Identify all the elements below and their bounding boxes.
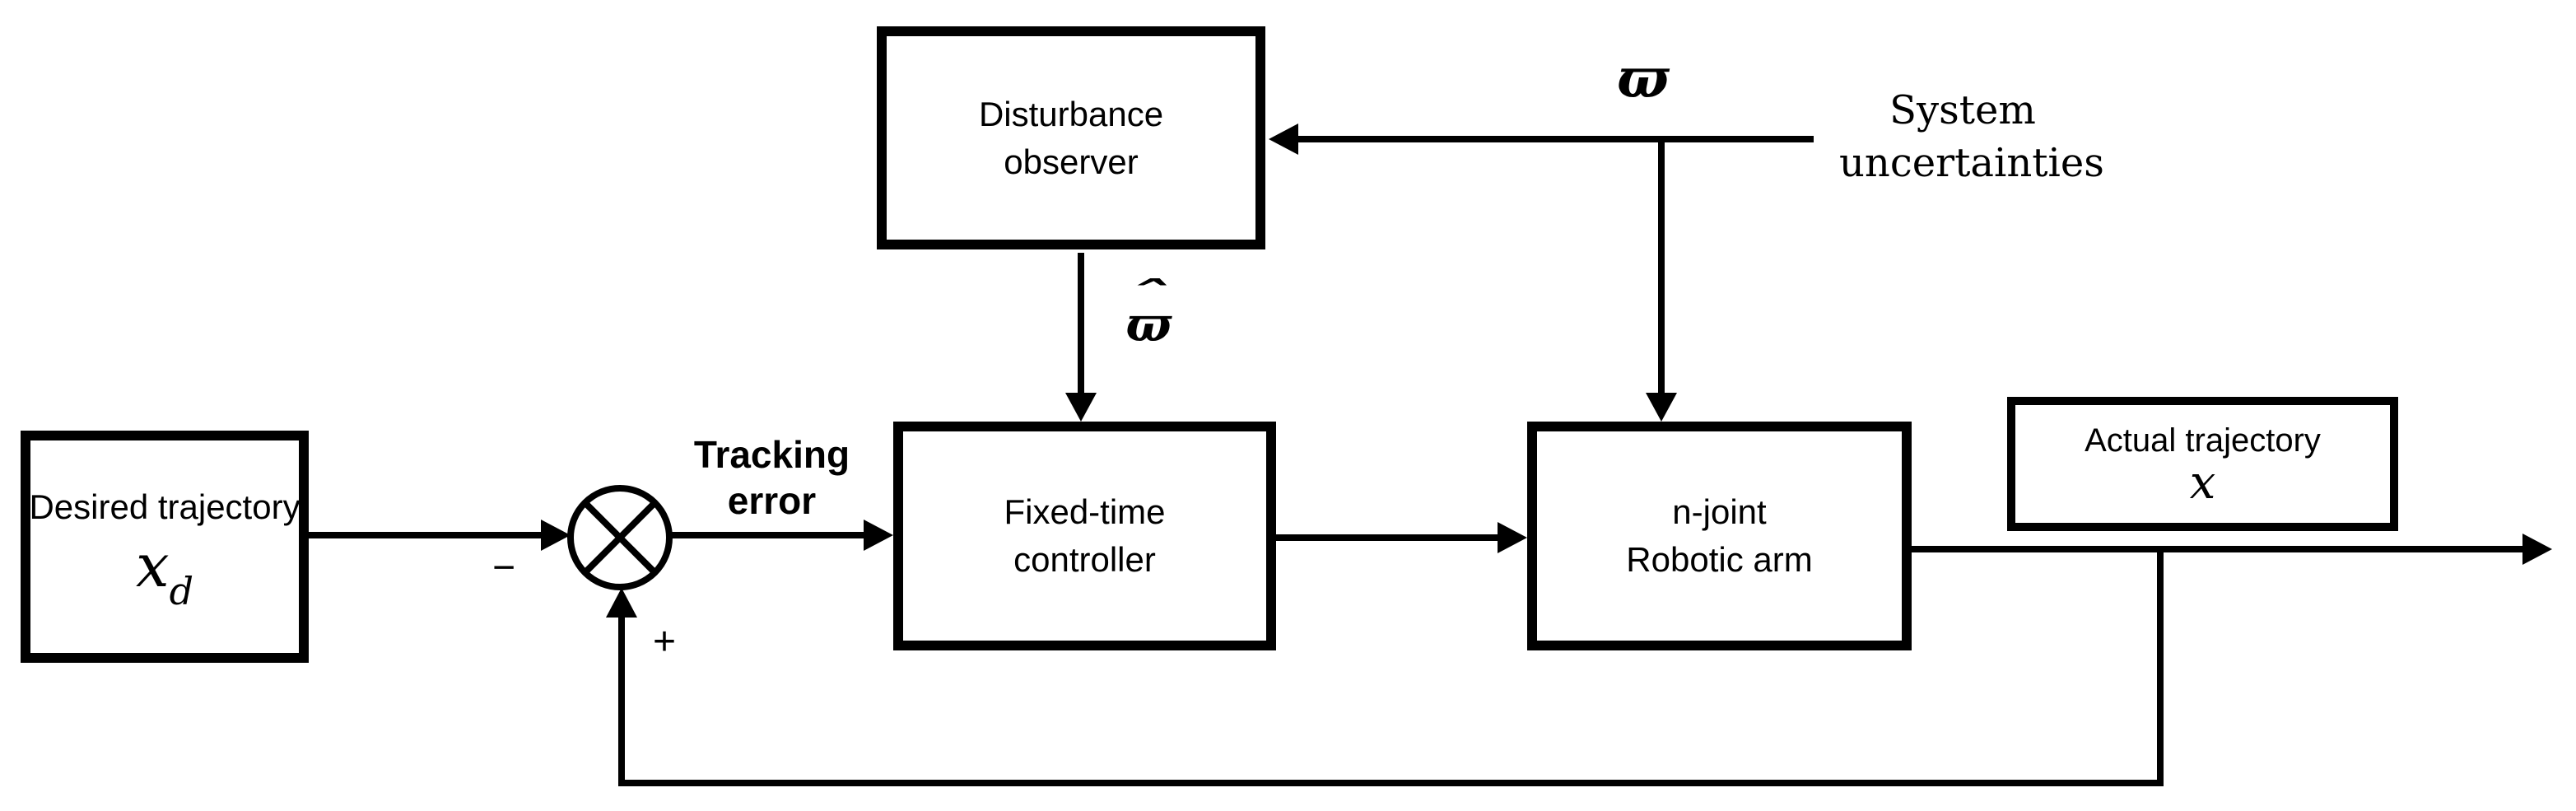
system-uncertainties-label-line2: uncertainties <box>1839 140 2104 186</box>
summing-junction-cross-2 <box>583 501 657 575</box>
arrowhead-into-sum <box>541 520 571 551</box>
summing-junction <box>567 485 673 590</box>
actual-trajectory-label: Actual trajectory <box>2085 422 2321 459</box>
minus-sign: − <box>492 546 516 590</box>
system-uncertainties-label-line1: System <box>1889 87 2036 133</box>
desired-trajectory-symbol: xd <box>136 534 193 610</box>
disturbance-observer-label-line2: observer <box>1004 142 1139 181</box>
fixed-time-controller-label-line2: controller <box>1013 540 1156 579</box>
actual-trajectory-box: Actual trajectory x <box>2007 397 2398 531</box>
fixed-time-controller-label-line1: Fixed-time <box>1004 492 1166 531</box>
symbol-x-subscript-d: d <box>169 569 194 613</box>
robotic-arm-box: n-joint Robotic arm <box>1527 422 1912 650</box>
disturbance-estimate-symbol: ˆ ϖ <box>1107 273 1190 352</box>
tracking-error-label: Tracking error <box>654 431 889 524</box>
line-feedback-path <box>618 549 2164 786</box>
arrowhead-into-observer <box>1269 124 1298 155</box>
disturbance-observer-label-line1: Disturbance <box>978 94 1164 133</box>
arrowhead-output <box>2522 534 2552 565</box>
arrowhead-observer-down <box>1065 393 1097 422</box>
symbol-x: x <box>135 531 170 600</box>
robotic-arm-label-line1: n-joint <box>1672 492 1767 531</box>
hat-accent: ˆ <box>1128 273 1169 318</box>
system-uncertainties-label: System uncertainties <box>1839 84 2104 189</box>
robotic-arm-label-line2: Robotic arm <box>1626 540 1813 579</box>
arrowhead-into-controller <box>864 520 893 551</box>
desired-trajectory-label: Desired trajectory <box>29 487 300 526</box>
arrowhead-into-arm <box>1498 522 1527 553</box>
tracking-error-label-line2: error <box>727 479 817 522</box>
arrowhead-feedback-up <box>606 588 637 618</box>
disturbance-observer-box: Disturbance observer <box>877 26 1265 249</box>
fixed-time-controller-box: Fixed-time controller <box>893 422 1276 650</box>
desired-trajectory-box: Desired trajectory xd <box>21 431 309 663</box>
actual-trajectory-symbol: x <box>2189 455 2216 510</box>
tracking-error-label-line1: Tracking <box>693 433 850 476</box>
disturbance-symbol: ϖ <box>1617 46 1669 110</box>
arrowhead-branch-into-arm <box>1646 393 1677 422</box>
disturbance-estimate-base: ϖ <box>1125 296 1172 352</box>
plus-sign: + <box>653 620 677 664</box>
